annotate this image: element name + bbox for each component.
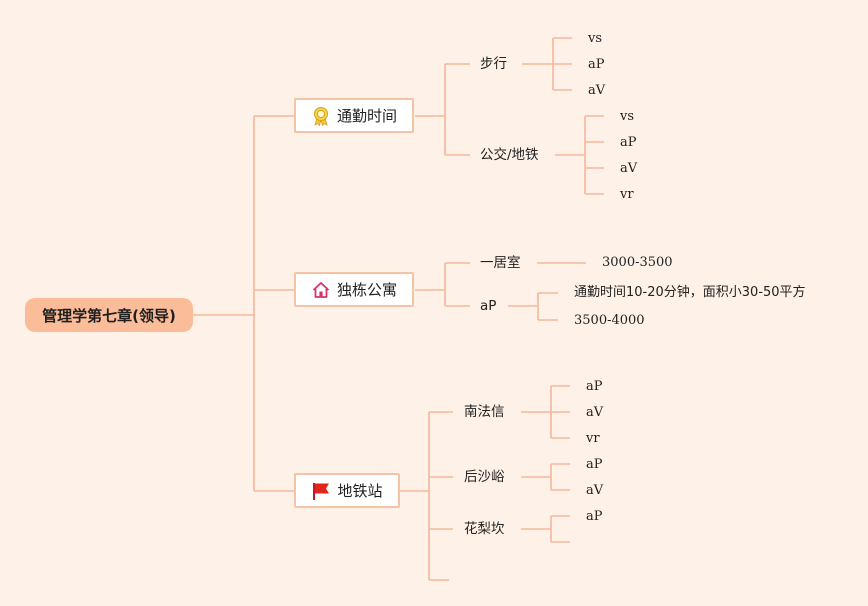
topic-commute-time[interactable]: 通勤时间 xyxy=(294,98,414,133)
leaf-item[interactable]: aV xyxy=(586,405,604,420)
leaf-item[interactable]: 3000-3500 xyxy=(602,255,673,270)
leaf-item[interactable]: aP xyxy=(620,135,637,150)
leaf-item[interactable]: vr xyxy=(586,431,600,446)
subtopic-nanfaxin[interactable]: 南法信 xyxy=(464,404,505,420)
leaf-item[interactable]: vs xyxy=(588,31,603,46)
topic-subway-station[interactable]: 地铁站 xyxy=(294,473,400,508)
topic-label: 独栋公寓 xyxy=(336,281,397,299)
leaf-item[interactable]: aV xyxy=(588,83,606,98)
subtopic-ap[interactable]: aP xyxy=(480,298,497,314)
leaf-item[interactable]: 通勤时间10-20分钟，面积小30-50平方 xyxy=(574,285,806,300)
subtopic-one-bedroom[interactable]: 一居室 xyxy=(480,255,521,271)
root-node[interactable]: 管理学第七章(领导) xyxy=(25,298,193,332)
subtopic-houshayu[interactable]: 后沙峪 xyxy=(464,469,505,485)
award-ribbon-icon xyxy=(313,106,328,126)
leaf-item[interactable]: aV xyxy=(620,161,638,176)
root-label: 管理学第七章(领导) xyxy=(42,306,176,325)
topic-label: 通勤时间 xyxy=(336,107,397,125)
topic-detached-apartment[interactable]: 独栋公寓 xyxy=(294,272,414,307)
leaf-item[interactable]: aP xyxy=(586,379,603,394)
subtopic-hualikan[interactable]: 花梨坎 xyxy=(464,521,505,537)
home-icon xyxy=(312,281,330,298)
subtopic-bus-subway[interactable]: 公交/地铁 xyxy=(480,147,539,163)
leaf-item[interactable]: 3500-4000 xyxy=(574,313,645,328)
topic-label: 地铁站 xyxy=(337,482,383,500)
subtopic-walk[interactable]: 步行 xyxy=(480,56,507,72)
leaf-item[interactable]: vs xyxy=(620,109,635,124)
red-flag-icon xyxy=(313,482,330,500)
leaf-item[interactable]: aV xyxy=(586,483,604,498)
leaf-item[interactable]: aP xyxy=(586,457,603,472)
leaf-item[interactable]: vr xyxy=(620,187,634,202)
leaf-item[interactable]: aP xyxy=(586,509,603,524)
leaf-item[interactable]: aP xyxy=(588,57,605,72)
